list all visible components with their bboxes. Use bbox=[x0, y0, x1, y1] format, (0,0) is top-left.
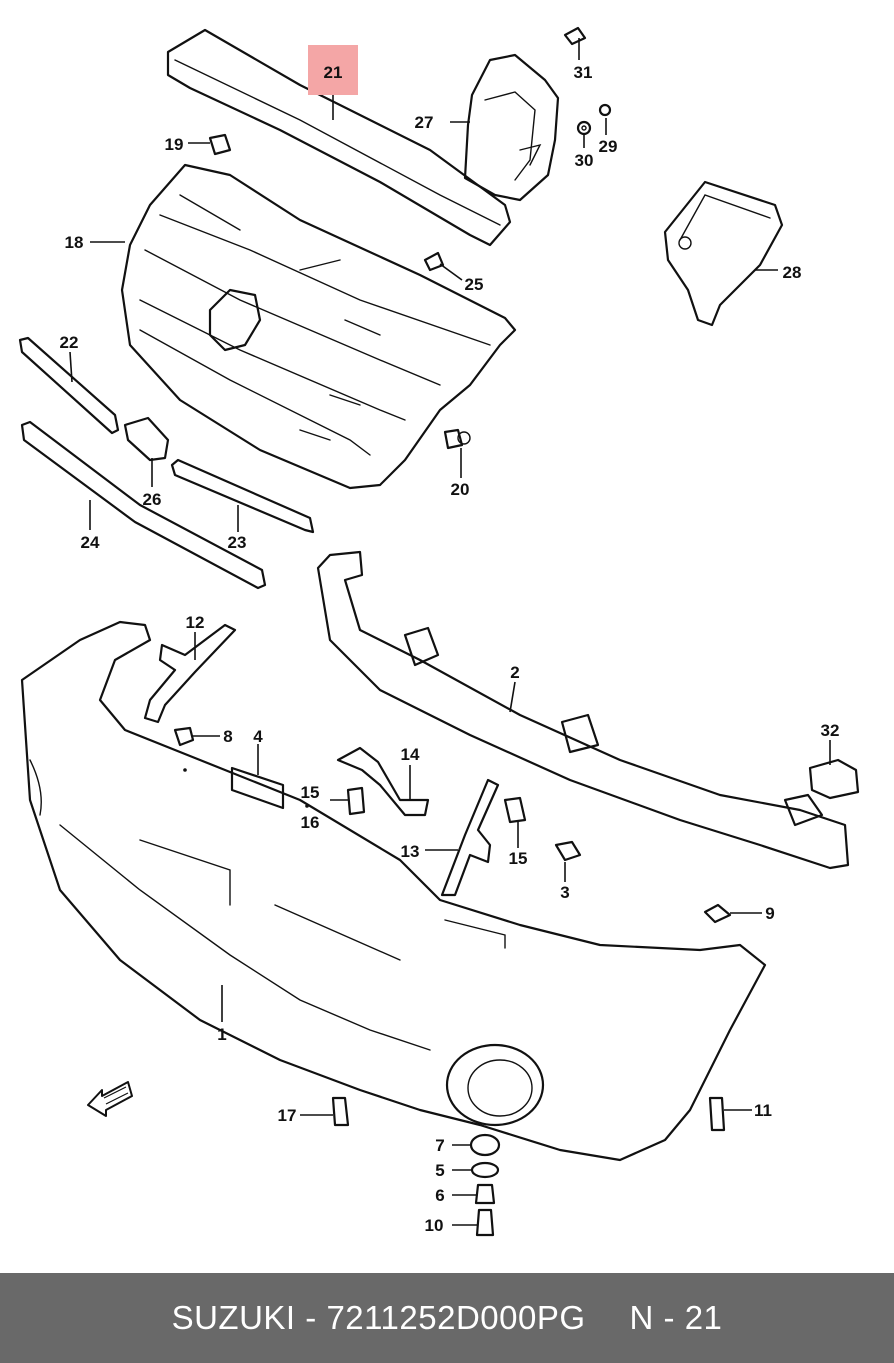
exploded-view: 21 31 27 29 30 19 18 25 28 22 20 26 24 2… bbox=[18, 26, 860, 1237]
part-2-reinforcement[interactable] bbox=[316, 550, 850, 870]
callout-20[interactable]: 20 bbox=[451, 480, 470, 499]
callout-28[interactable]: 28 bbox=[783, 263, 802, 282]
callout-15-left[interactable]: 15 bbox=[301, 783, 320, 802]
part-23-strip[interactable] bbox=[170, 458, 315, 534]
callout-9[interactable]: 9 bbox=[765, 904, 774, 923]
part-4-plate[interactable] bbox=[230, 766, 285, 810]
part-13-bracket[interactable] bbox=[440, 778, 500, 897]
callout-32[interactable]: 32 bbox=[821, 721, 840, 740]
callout-5[interactable]: 5 bbox=[435, 1161, 444, 1180]
footer-bar: SUZUKI - 7211252D000PG N - 21 bbox=[0, 1273, 894, 1363]
separator: - bbox=[305, 1299, 317, 1336]
callout-18[interactable]: 18 bbox=[65, 233, 84, 252]
callout-24[interactable]: 24 bbox=[81, 533, 100, 552]
callout-25[interactable]: 25 bbox=[465, 275, 484, 294]
part-14-bracket[interactable] bbox=[336, 746, 430, 817]
leader-lines bbox=[69, 38, 831, 1226]
callout-21-highlight bbox=[308, 45, 358, 95]
callout-14[interactable]: 14 bbox=[401, 745, 420, 764]
fastener-11[interactable] bbox=[708, 1096, 726, 1132]
callout-6[interactable]: 6 bbox=[435, 1186, 444, 1205]
fastener-17[interactable] bbox=[331, 1096, 350, 1127]
fastener-5[interactable] bbox=[470, 1161, 500, 1179]
part-27-bracket[interactable] bbox=[463, 53, 560, 202]
callout-22[interactable]: 22 bbox=[60, 333, 79, 352]
fastener-15b[interactable] bbox=[503, 796, 527, 824]
callout-1[interactable]: 1 bbox=[217, 1025, 226, 1044]
parts-diagram: 21 31 27 29 30 19 18 25 28 22 20 26 24 2… bbox=[18, 26, 860, 1237]
callout-19[interactable]: 19 bbox=[165, 135, 184, 154]
callout-7[interactable]: 7 bbox=[435, 1136, 444, 1155]
callout-27[interactable]: 27 bbox=[415, 113, 434, 132]
callout-3[interactable]: 3 bbox=[560, 883, 569, 902]
callout-26[interactable]: 26 bbox=[143, 490, 162, 509]
fastener-8[interactable] bbox=[173, 726, 195, 747]
part-12-bracket[interactable] bbox=[143, 623, 237, 724]
callout-17[interactable]: 17 bbox=[278, 1106, 297, 1125]
part-26-emblem[interactable] bbox=[123, 416, 170, 462]
fwd-arrow-icon bbox=[87, 1081, 133, 1117]
callout-labels: 21 31 27 29 30 19 18 25 28 22 20 26 24 2… bbox=[60, 63, 840, 1235]
callout-4[interactable]: 4 bbox=[253, 727, 263, 746]
callout-15-right[interactable]: 15 bbox=[509, 849, 528, 868]
callout-10[interactable]: 10 bbox=[425, 1216, 444, 1235]
fastener-10[interactable] bbox=[475, 1208, 495, 1237]
part-number: 7211252D000PG bbox=[326, 1299, 586, 1336]
part-32-pad[interactable] bbox=[808, 758, 860, 800]
fastener-25[interactable] bbox=[423, 251, 445, 272]
callout-12[interactable]: 12 bbox=[186, 613, 205, 632]
fastener-19[interactable] bbox=[208, 133, 232, 156]
part-28-bracket[interactable] bbox=[663, 180, 784, 327]
fastener-30[interactable] bbox=[576, 120, 592, 136]
callout-29[interactable]: 29 bbox=[599, 137, 618, 156]
part-21-molding[interactable] bbox=[166, 28, 512, 247]
callout-31[interactable]: 31 bbox=[574, 63, 593, 82]
fastener-3[interactable] bbox=[554, 840, 582, 862]
brand-label: SUZUKI bbox=[171, 1299, 296, 1336]
fastener-9[interactable] bbox=[703, 903, 732, 924]
fastener-20[interactable] bbox=[443, 428, 471, 450]
reference-label: N - 21 bbox=[629, 1299, 723, 1336]
callout-2[interactable]: 2 bbox=[510, 663, 519, 682]
fastener-31[interactable] bbox=[563, 26, 587, 46]
callout-23[interactable]: 23 bbox=[228, 533, 247, 552]
part-24-strip[interactable] bbox=[20, 420, 267, 590]
fastener-7[interactable] bbox=[469, 1133, 501, 1157]
callout-13[interactable]: 13 bbox=[401, 842, 420, 861]
callout-30[interactable]: 30 bbox=[575, 151, 594, 170]
part-1-bumper[interactable] bbox=[20, 620, 767, 1162]
fastener-15a[interactable] bbox=[346, 786, 366, 816]
part-18-grille[interactable] bbox=[120, 163, 517, 490]
callout-21[interactable]: 21 bbox=[324, 63, 343, 82]
dot-marker bbox=[305, 804, 309, 808]
callout-16[interactable]: 16 bbox=[301, 813, 320, 832]
callout-8[interactable]: 8 bbox=[223, 727, 232, 746]
callout-11[interactable]: 11 bbox=[754, 1101, 772, 1120]
fastener-29[interactable] bbox=[598, 103, 612, 117]
part-22-strip[interactable] bbox=[18, 336, 120, 435]
dot-marker bbox=[183, 768, 187, 772]
fastener-6[interactable] bbox=[474, 1183, 496, 1205]
